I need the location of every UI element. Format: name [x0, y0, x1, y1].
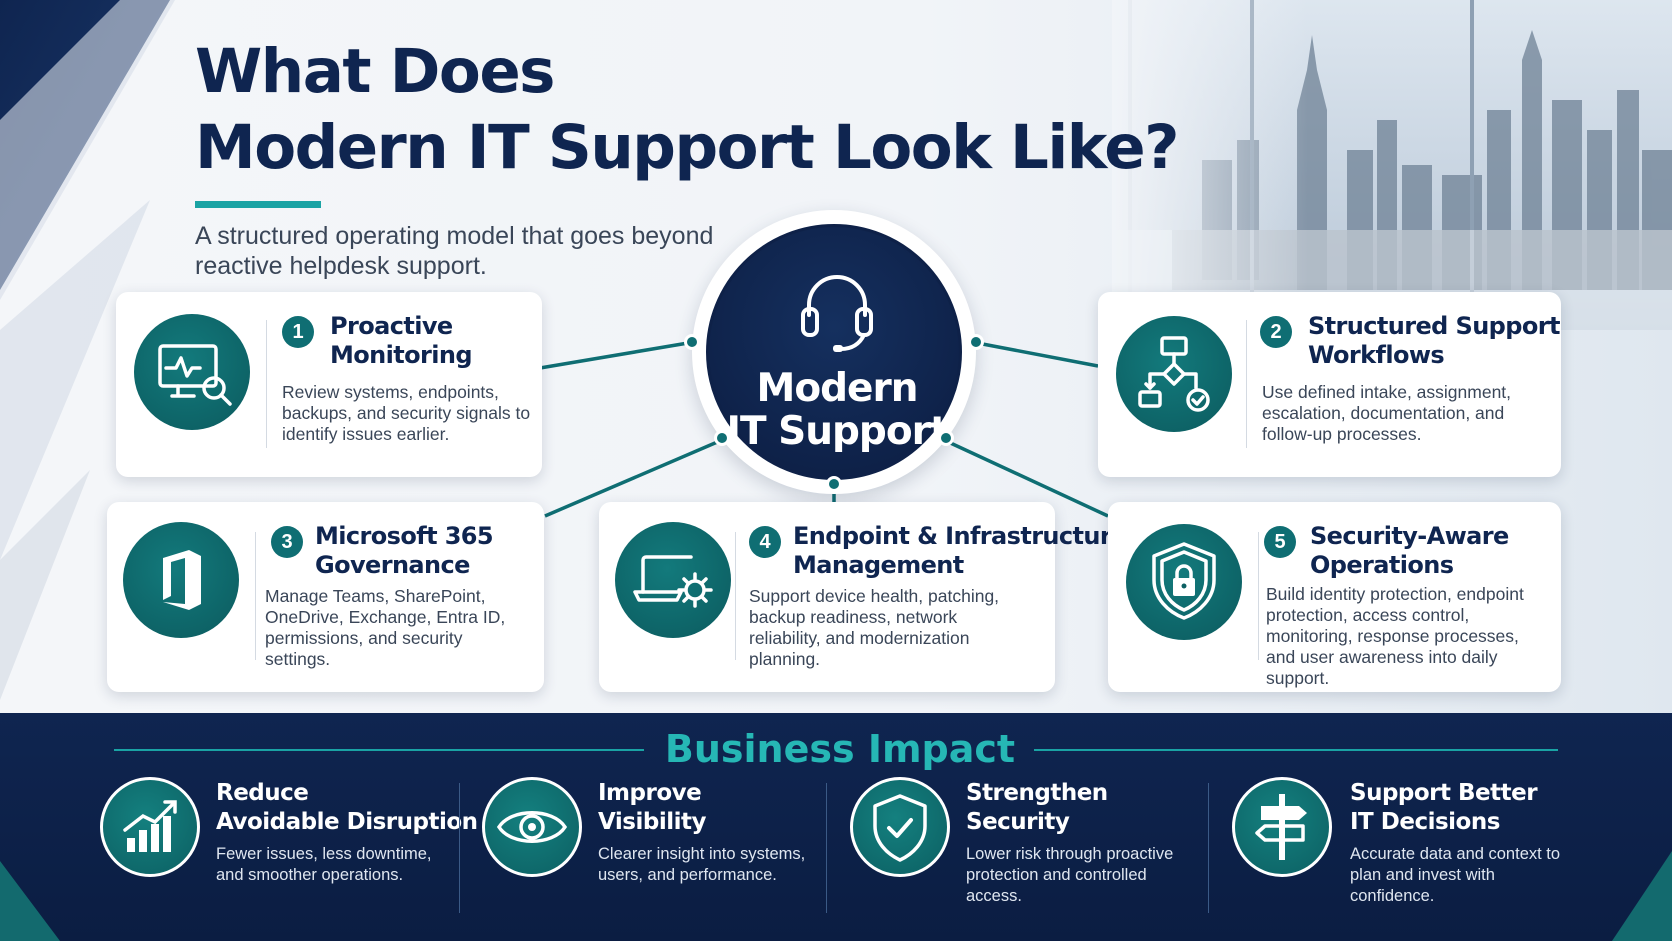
page-title-line-1: What Does — [195, 36, 555, 107]
impact-title: Strengthen Security — [966, 779, 1108, 837]
shield-lock-icon — [1152, 542, 1216, 620]
card-title-line-1: Microsoft 365 — [315, 522, 494, 550]
impact-divider — [826, 783, 827, 913]
modern-it-support-hub: Modern IT Support — [684, 210, 984, 494]
card-description: Use defined intake, assignment, escalati… — [1262, 382, 1512, 444]
card-number-badge: 2 — [1260, 316, 1292, 348]
card-title-line-1: Endpoint & Infrastructure — [793, 522, 1127, 550]
headset-icon — [801, 275, 873, 352]
impact-icon-circle — [850, 777, 950, 877]
card-divider — [735, 532, 736, 660]
card-divider — [1246, 320, 1247, 448]
workflow-icon — [1138, 336, 1210, 412]
card-number-badge: 5 — [1264, 526, 1296, 558]
page-title: What Does Modern IT Support Look Like? — [195, 34, 1179, 186]
card-title-line-2: Operations — [1310, 551, 1454, 579]
office-icon — [163, 550, 201, 610]
impact-title: Support Better IT Decisions — [1350, 779, 1538, 837]
card-divider — [1258, 532, 1259, 660]
hub-connector-dot — [714, 430, 730, 446]
impact-title-line-2: Security — [966, 809, 1070, 835]
shield-check-icon — [873, 794, 927, 862]
impact-title-line-2: IT Decisions — [1350, 809, 1500, 835]
impact-title-line-1: Improve — [598, 780, 702, 806]
card-structured-support-workflows: 2 Structured Support Workflows Use defin… — [1098, 292, 1561, 477]
corner-decoration-right — [1612, 851, 1672, 941]
card-icon-circle — [615, 522, 731, 638]
card-title-line-2: Management — [793, 551, 964, 579]
impact-title-line-1: Strengthen — [966, 780, 1108, 806]
left-decorative-wedge — [0, 0, 175, 700]
card-title: Endpoint & Infrastructure Management — [793, 522, 1127, 580]
card-number-badge: 4 — [749, 526, 781, 558]
hub-connector-dot — [826, 476, 842, 492]
eye-icon — [496, 811, 568, 843]
impact-description: Accurate data and context to plan and in… — [1350, 845, 1561, 905]
monitor-analytics-icon — [158, 344, 232, 406]
impact-title: Reduce Avoidable Disruption — [216, 779, 478, 837]
card-title-line-2: Workflows — [1308, 341, 1445, 369]
card-title: Security-Aware Operations — [1310, 522, 1509, 580]
impact-title-line-1: Reduce — [216, 780, 309, 806]
card-title: Structured Support Workflows — [1308, 312, 1560, 370]
impact-divider — [1208, 783, 1209, 913]
card-security-aware-operations: 5 Security-Aware Operations Build identi… — [1108, 502, 1561, 692]
card-title-line-1: Structured Support — [1308, 312, 1560, 340]
card-description: Build identity protection, endpoint prot… — [1266, 584, 1524, 688]
card-icon-circle — [134, 314, 250, 430]
impact-description: Fewer issues, less downtime, and smoothe… — [216, 845, 432, 884]
card-title-line-1: Security-Aware — [1310, 522, 1509, 550]
hub-connector-dot — [938, 430, 954, 446]
card-description: Manage Teams, SharePoint, OneDrive, Exch… — [265, 586, 506, 669]
card-icon-circle — [1116, 316, 1232, 432]
impact-title-line-2: Visibility — [598, 809, 706, 835]
card-title-line-1: Proactive — [330, 312, 453, 340]
card-title-line-2: Governance — [315, 551, 470, 579]
corner-decoration-left — [0, 861, 60, 941]
card-number-badge: 1 — [282, 316, 314, 348]
impact-icon-circle — [482, 777, 582, 877]
card-title: Microsoft 365 Governance — [315, 522, 494, 580]
signpost-icon — [1255, 794, 1307, 860]
card-microsoft-365-governance: 3 Microsoft 365 Governance Manage Teams,… — [107, 502, 544, 692]
band-rule-right — [1034, 749, 1558, 751]
impact-icon-circle — [1232, 777, 1332, 877]
hub-title: Modern IT Support — [726, 366, 948, 454]
hub-connector-dot — [968, 334, 984, 350]
title-accent-bar — [195, 201, 321, 208]
impact-title-line-2: Avoidable Disruption — [216, 809, 478, 835]
card-description: Review systems, endpoints, backups, and … — [282, 382, 531, 444]
card-icon-circle — [1126, 524, 1242, 640]
impact-description: Clearer insight into systems, users, and… — [598, 845, 806, 884]
business-impact-title: Business Impact — [664, 727, 1016, 771]
hub-connector-dot — [684, 334, 700, 350]
card-title: Proactive Monitoring — [330, 312, 473, 370]
page-subtitle: A structured operating model that goes b… — [195, 222, 714, 280]
business-impact-section: Business Impact — [0, 713, 1672, 941]
impact-divider — [459, 783, 460, 913]
impact-icon-circle — [100, 777, 200, 877]
card-icon-circle — [123, 522, 239, 638]
card-divider — [266, 320, 267, 448]
card-divider — [255, 532, 256, 660]
card-title-line-2: Monitoring — [330, 341, 473, 369]
laptop-gear-icon — [633, 555, 713, 608]
impact-description: Lower risk through proactive protection … — [966, 845, 1174, 905]
impact-title: Improve Visibility — [598, 779, 706, 837]
page-title-line-2: Modern IT Support Look Like? — [195, 112, 1179, 183]
card-proactive-monitoring: 1 Proactive Monitoring Review systems, e… — [116, 292, 542, 477]
card-description: Support device health, patching, backup … — [749, 586, 1000, 669]
card-endpoint-infrastructure-management: 4 Endpoint & Infrastructure Management S… — [599, 502, 1127, 692]
card-number-badge: 3 — [271, 526, 303, 558]
growth-chart-icon — [123, 800, 177, 852]
hub-core: Modern IT Support — [706, 224, 962, 480]
band-rule-left — [114, 749, 644, 751]
impact-title-line-1: Support Better — [1350, 780, 1538, 806]
